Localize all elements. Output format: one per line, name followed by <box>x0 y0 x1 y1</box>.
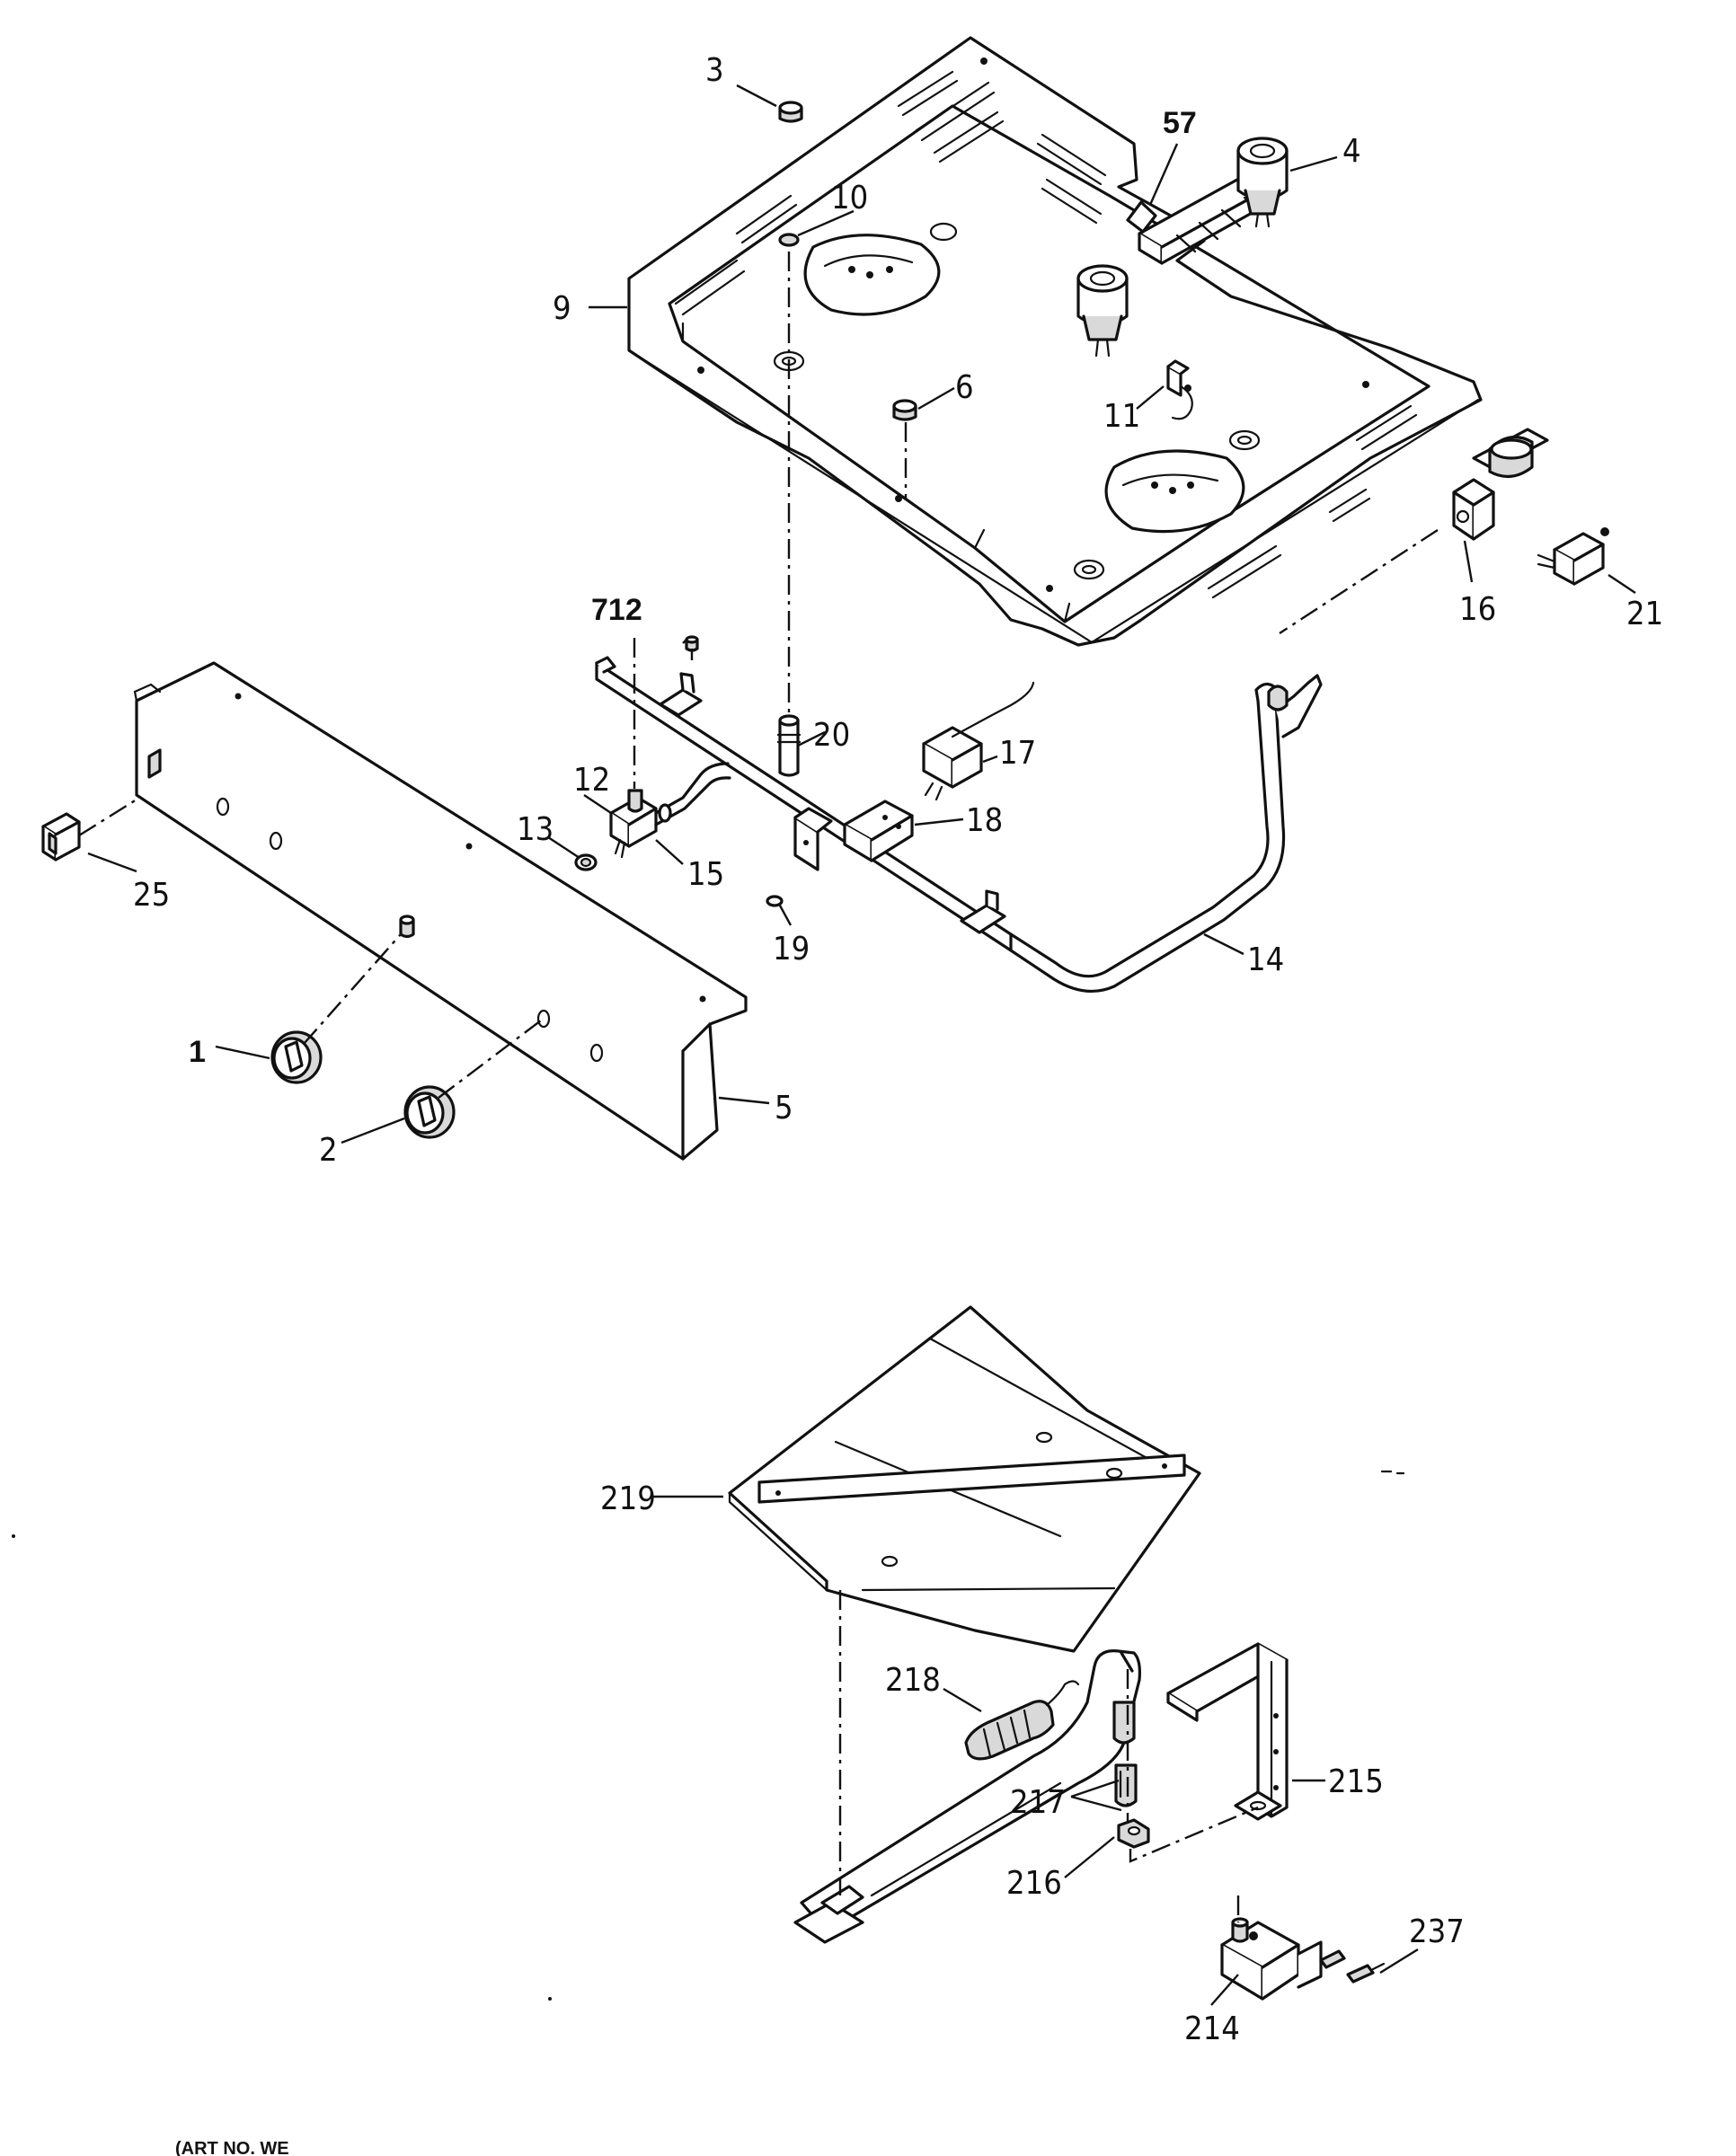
footer-art-number: (ART NO. WE <box>175 2139 289 2156</box>
screw-19 <box>766 895 784 907</box>
label-14: 14 <box>1247 941 1284 978</box>
label-712: 712 <box>591 593 642 627</box>
label-215: 215 <box>1328 1763 1384 1800</box>
label-4: 4 <box>1342 133 1361 170</box>
washer-10 <box>778 233 800 247</box>
label-214: 214 <box>1184 2010 1240 2047</box>
igniter-electrode <box>1166 359 1193 420</box>
label-216: 216 <box>1006 1865 1062 1902</box>
label-217: 217 <box>1010 1784 1066 1821</box>
control-panel <box>133 661 748 1161</box>
switch-17 <box>922 681 1035 801</box>
broiler-burner <box>793 1649 1150 1944</box>
knob-2 <box>403 1085 456 1139</box>
label-25: 25 <box>133 877 170 914</box>
screw-6 <box>892 399 917 421</box>
gas-valve <box>609 762 731 859</box>
screw-3 <box>778 101 803 123</box>
label-15: 15 <box>687 856 724 893</box>
label-3: 3 <box>705 52 724 89</box>
label-5: 5 <box>775 1090 793 1127</box>
stud-20 <box>776 714 802 777</box>
bracket-215 <box>1166 1642 1289 1821</box>
burner-box-pan <box>627 36 1483 647</box>
screw-712 <box>685 635 699 652</box>
centerlines-lower <box>838 1590 1259 1922</box>
label-1: 1 <box>189 1035 206 1069</box>
label-19: 19 <box>773 931 810 968</box>
specks <box>12 1470 1405 2001</box>
part-labels: 3 10 9 6 57 4 11 16 21 712 20 17 18 12 1… <box>133 52 1663 2047</box>
label-21: 21 <box>1626 596 1663 632</box>
label-9: 9 <box>553 290 571 327</box>
label-2: 2 <box>319 1132 338 1169</box>
leader-lines <box>87 84 1636 2006</box>
label-10: 10 <box>831 180 868 216</box>
switch-21 <box>1537 527 1609 586</box>
label-16: 16 <box>1459 591 1496 628</box>
label-11: 11 <box>1103 398 1140 435</box>
knob-1 <box>270 1030 323 1084</box>
label-219: 219 <box>600 1480 656 1517</box>
broiler-heat-shield <box>728 1305 1201 1653</box>
label-20: 20 <box>813 717 850 754</box>
label-12: 12 <box>573 762 610 799</box>
label-6: 6 <box>955 369 974 406</box>
label-57: 57 <box>1163 106 1197 140</box>
label-13: 13 <box>517 811 554 848</box>
bracket-18 <box>843 800 914 862</box>
label-17: 17 <box>999 735 1036 772</box>
igniter-214 <box>1220 1917 1346 2001</box>
label-218: 218 <box>885 1662 941 1699</box>
label-18: 18 <box>966 802 1003 839</box>
safety-valve <box>1452 428 1549 541</box>
pin-237 <box>1346 1962 1386 1984</box>
washer-13 <box>574 853 598 871</box>
top-burner-assembly <box>1076 137 1289 358</box>
centerlines-upper <box>78 252 1439 1099</box>
label-237: 237 <box>1409 1913 1465 1950</box>
switch-25 <box>41 812 81 862</box>
manifold-bracket <box>595 656 1323 993</box>
